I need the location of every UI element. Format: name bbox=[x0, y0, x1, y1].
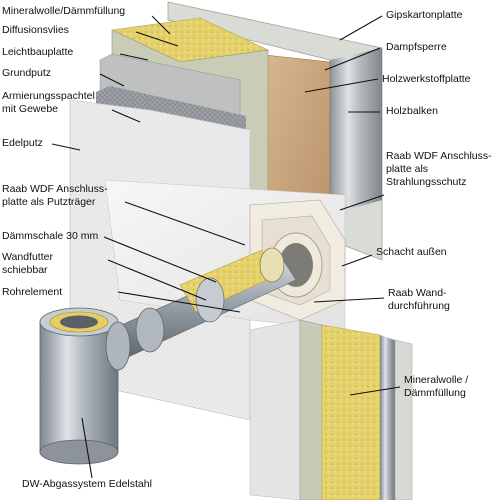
leader-holzwerkstoffplatte bbox=[304, 78, 379, 93]
label-diffusionsvlies: Diffusionsvlies bbox=[2, 24, 69, 36]
dw-pipe-bottom bbox=[39, 439, 119, 465]
label-armierungsspachtel-line2: mit Gewebe bbox=[2, 103, 59, 115]
label-anschlussplatte-strahlung: Raab WDF Anschluss- platte als Strahlung… bbox=[386, 150, 492, 189]
label-mineralwolle-bottom: Mineralwolle / Dämmfüllung bbox=[404, 374, 468, 400]
leader-lines bbox=[51, 15, 401, 479]
label-wandfutter-line2: schiebbar bbox=[2, 264, 48, 276]
leader-anschlussplatte-putz bbox=[124, 201, 246, 246]
lower-board-layer bbox=[299, 319, 323, 500]
lower-outer-layer bbox=[394, 339, 413, 500]
label-leichtbauplatte: Leichtbauplatte bbox=[2, 46, 74, 58]
dampfsperre-foil bbox=[330, 48, 382, 215]
leader-mineralwolle-top bbox=[151, 15, 171, 35]
lower-gypsum-layer bbox=[249, 319, 301, 500]
leader-wanddurchfuehrung bbox=[313, 297, 385, 303]
label-wandfutter-line1: Wandfutter bbox=[2, 251, 53, 263]
label-wanddurchfuehrung: Raab Wand- durchführung bbox=[388, 287, 450, 313]
dw-pipe-branch bbox=[105, 321, 131, 371]
label-dampfsperre: Dampfsperre bbox=[386, 41, 447, 53]
label-mineralwolle-top: Mineralwolle/Dämmfüllung bbox=[2, 5, 126, 17]
label-mineralwolle-bottom-line1: Mineralwolle / bbox=[404, 374, 469, 386]
lower-foil-layer bbox=[380, 335, 395, 500]
label-anschlussplatte-putztraeger-line1: Raab WDF Anschluss- bbox=[2, 183, 108, 195]
label-mineralwolle-bottom-line2: Dämmfüllung bbox=[404, 387, 466, 399]
leader-edelputz bbox=[51, 143, 81, 151]
label-anschlussplatte-putztraeger: Raab WDF Anschluss- platte als Putzträge… bbox=[2, 183, 108, 209]
label-rohrelement: Rohrelement bbox=[2, 286, 63, 298]
label-schacht-aussen: Schacht außen bbox=[376, 246, 447, 258]
leader-mineralwolle-bottom bbox=[349, 386, 401, 396]
label-anschlussplatte-strahlung-line2: platte als bbox=[386, 163, 429, 175]
pipe-end-ring bbox=[135, 307, 165, 353]
label-armierungsspachtel-line1: Armierungsspachtel bbox=[2, 90, 95, 102]
label-wanddurchfuehrung-line1: Raab Wand- bbox=[388, 287, 447, 299]
pipe-wall-end bbox=[259, 247, 285, 283]
leader-grundputz bbox=[99, 73, 125, 87]
label-daemmschale: Dämmschale 30 mm bbox=[2, 230, 99, 242]
label-gipskartonplatte: Gipskartonplatte bbox=[386, 9, 463, 21]
label-anschlussplatte-strahlung-line3: Strahlungsschutz bbox=[386, 176, 467, 188]
leader-dw-abgassystem bbox=[81, 417, 93, 479]
leader-armierungsspachtel bbox=[111, 109, 141, 123]
label-holzwerkstoffplatte: Holzwerkstoffplatte bbox=[382, 73, 471, 85]
label-armierungsspachtel: Armierungsspachtel mit Gewebe bbox=[2, 90, 95, 116]
label-anschlussplatte-strahlung-line1: Raab WDF Anschluss- bbox=[386, 150, 492, 162]
dw-abgassystem-pipe bbox=[39, 321, 119, 453]
leader-rohrelement bbox=[117, 291, 241, 313]
leader-daemmschale bbox=[103, 236, 217, 283]
leader-gipskartonplatte bbox=[339, 15, 383, 41]
leader-dampfsperre bbox=[324, 47, 381, 71]
wandfutter-sleeve bbox=[195, 277, 225, 323]
label-anschlussplatte-putztraeger-line2: platte als Putzträger bbox=[2, 196, 96, 208]
label-wandfutter: Wandfutter schiebbar bbox=[2, 251, 53, 277]
label-dw-abgassystem: DW-Abgassystem Edelstahl bbox=[22, 478, 152, 490]
leader-schacht-aussen bbox=[341, 254, 373, 267]
label-wanddurchfuehrung-line2: durchführung bbox=[388, 300, 450, 312]
label-edelputz: Edelputz bbox=[2, 137, 43, 149]
label-holzbalken: Holzbalken bbox=[386, 105, 438, 117]
leader-anschlussplatte-strahlung bbox=[339, 194, 385, 211]
leader-diffusionsvlies bbox=[135, 31, 179, 47]
dw-pipe-opening bbox=[60, 315, 98, 329]
mineralwolle-bottom-panel bbox=[321, 324, 381, 500]
leader-wandfutter bbox=[107, 259, 207, 301]
leader-leichtbauplatte bbox=[119, 53, 149, 61]
label-grundputz: Grundputz bbox=[2, 67, 52, 79]
